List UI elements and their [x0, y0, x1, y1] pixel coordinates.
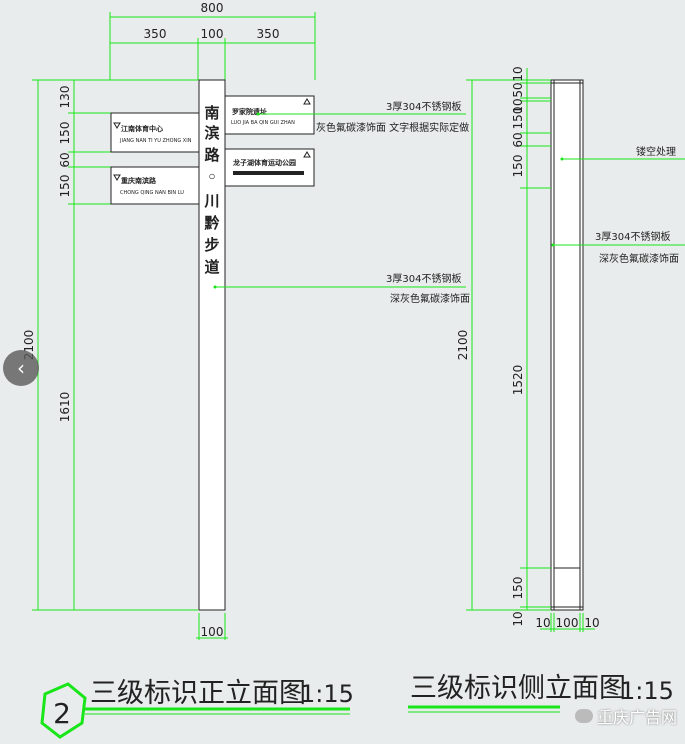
- front-pole: 南 滨 路 ◦ 川 黔 步 道: [199, 80, 225, 610]
- svg-text:黔: 黔: [204, 214, 219, 232]
- side-right-dimensions: 10 50 10 150 60 150 1520 150 10 2100: [456, 66, 551, 626]
- svg-text:滨: 滨: [204, 124, 219, 142]
- dim-width-right: 350: [257, 27, 280, 41]
- previous-image-button[interactable]: ‹: [3, 350, 39, 386]
- sign-left-bottom: 重庆南滨路 CHONG QING NAN BIN LU: [111, 167, 199, 204]
- dim-h-150a: 150: [58, 122, 72, 145]
- side-dim-1520: 1520: [511, 365, 525, 396]
- front-bottom-dimension: 100: [196, 613, 228, 640]
- side-note1: 镂空处理: [636, 145, 676, 158]
- sign-left-top: 江南体育中心 JIANG NAN TI YU ZHONG XIN: [111, 113, 199, 152]
- svg-text:川: 川: [203, 192, 219, 210]
- svg-text:罗家院遗址: 罗家院遗址: [232, 107, 267, 116]
- dim-width-pole: 100: [201, 27, 224, 41]
- dim-h-60: 60: [58, 152, 72, 167]
- watermark: 重庆广告网: [575, 704, 677, 728]
- sign-bar: [233, 171, 304, 175]
- side-dim-10-bottom: 10: [511, 611, 525, 626]
- side-dim-50: 50: [511, 82, 525, 97]
- note1-line1: 3厚304不锈钢板: [386, 100, 461, 113]
- side-dim-150c: 150: [511, 577, 525, 600]
- side-scale: 1:15: [620, 677, 674, 705]
- top-dimensions: 800 350 100 350: [110, 1, 315, 80]
- side-dim-60: 60: [511, 132, 525, 147]
- side-dim-150b: 150: [511, 155, 525, 178]
- svg-text:江南体育中心: 江南体育中心: [121, 124, 163, 133]
- side-dim-b-100: 100: [556, 616, 579, 630]
- side-title: 三级标识侧立面图: [410, 673, 626, 704]
- dim-h-1610: 1610: [58, 392, 72, 423]
- note1-line2: 灰色氟碳漆饰面 文字根据实际定做: [316, 121, 469, 134]
- dim-bottom-width: 100: [201, 625, 224, 639]
- wechat-icon: [575, 709, 593, 723]
- svg-text:路: 路: [204, 146, 220, 164]
- watermark-text: 重庆广告网: [597, 704, 677, 728]
- svg-text:龙子湖体育运动公园: 龙子湖体育运动公园: [232, 158, 296, 167]
- sign-right-bottom: 龙子湖体育运动公园: [225, 149, 314, 186]
- side-dim-150a: 150: [511, 107, 525, 130]
- svg-text:南: 南: [204, 104, 219, 122]
- svg-text:道: 道: [204, 258, 219, 276]
- front-scale: 1:15: [300, 680, 354, 708]
- side-dim-2100: 2100: [456, 330, 470, 361]
- side-note2-line2: 深灰色氟碳漆饰面: [599, 252, 679, 265]
- drawing-number: 2: [53, 697, 71, 730]
- svg-text:◦: ◦: [207, 168, 217, 186]
- dim-width-left: 350: [144, 27, 167, 41]
- svg-text:LUO JIA BA QIN GUI ZHAN: LUO JIA BA QIN GUI ZHAN: [231, 120, 295, 126]
- side-dim-b-10a: 10: [535, 616, 550, 630]
- side-dim-b-10b: 10: [584, 616, 599, 630]
- note2-line1: 3厚304不锈钢板: [386, 272, 461, 285]
- front-title: 三级标识正立面图: [90, 678, 306, 709]
- svg-text:步: 步: [204, 236, 219, 254]
- note2-line2: 深灰色氟碳漆饰面: [390, 292, 470, 305]
- side-dim-10-top: 10: [511, 66, 525, 81]
- left-dimensions: 130 150 60 150 1610 2100: [22, 80, 198, 610]
- side-bottom-dimensions: 10 100 10: [535, 613, 599, 632]
- svg-text:JIANG NAN TI YU ZHONG XIN: JIANG NAN TI YU ZHONG XIN: [119, 138, 192, 144]
- chevron-left-icon: ‹: [17, 358, 25, 378]
- svg-text:CHONG QING NAN BIN LU: CHONG QING NAN BIN LU: [120, 190, 184, 196]
- sign-right-top: 罗家院遗址 LUO JIA BA QIN GUI ZHAN: [225, 96, 314, 134]
- front-title-block: 2 三级标识正立面图 1:15: [42, 678, 354, 737]
- svg-text:重庆南滨路: 重庆南滨路: [121, 176, 157, 185]
- dim-overall-width: 800: [201, 1, 224, 15]
- dim-h-150b: 150: [58, 175, 72, 198]
- dim-h-130: 130: [58, 86, 72, 109]
- side-note2-line1: 3厚304不锈钢板: [595, 230, 670, 243]
